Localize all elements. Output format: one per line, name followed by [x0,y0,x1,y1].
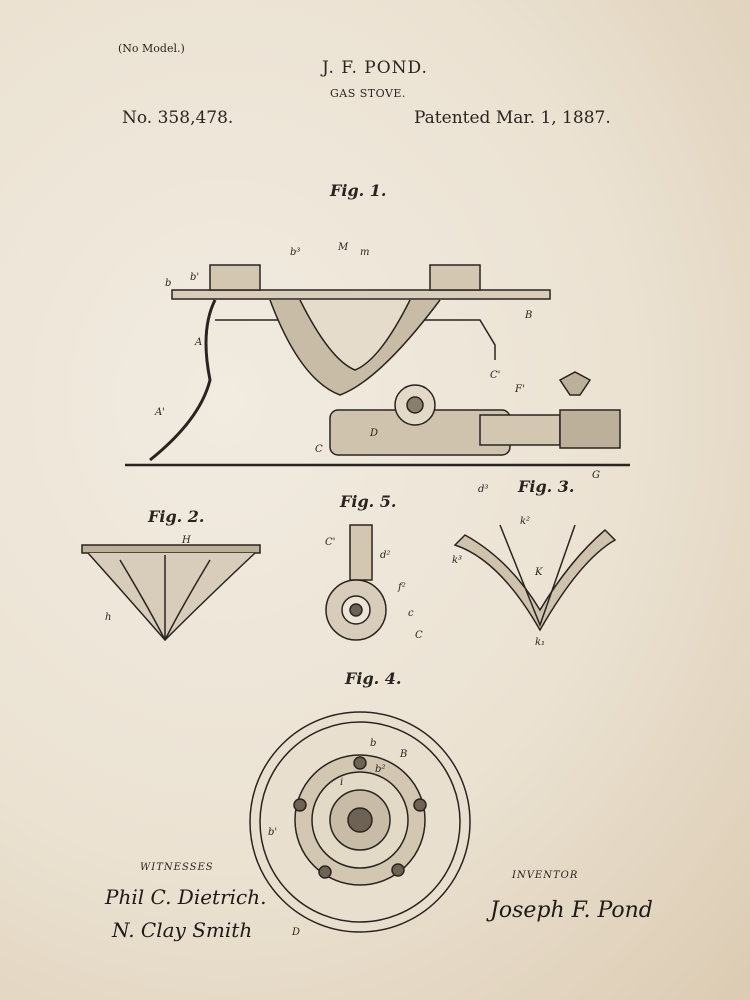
patent-title: GAS STOVE. [330,87,406,100]
fig5-label: Fig. 5. [340,492,397,511]
label-C1-fig5: C' [325,537,335,548]
label-b: b [165,278,171,289]
label-B-fig4: B [399,749,407,760]
label-f2: f² [397,582,406,593]
fig1-label: Fig. 1. [330,181,387,200]
label-d3: d³ [478,484,488,495]
fig1-drawing [125,264,630,467]
label-K: K [534,567,543,578]
label-h: h [105,612,111,623]
patent-date: Patented Mar. 1, 1887. [414,108,611,128]
fig2-drawing [81,544,261,642]
label-C: C [315,444,323,455]
label-k2: k² [520,516,530,527]
label-G: G [592,470,600,481]
label-D: D [369,428,378,439]
label-D-fig4: D [291,927,300,938]
label-b1: b' [190,272,199,283]
witness-signature-1: Phil C. Dietrich. [105,885,267,909]
label-k3: k³ [452,555,462,566]
witnesses-label: WITNESSES [140,862,214,873]
label-H: H [181,535,191,546]
patent-number: No. 358,478. [122,108,234,128]
label-A1: A' [154,407,165,418]
fig3-drawing [453,524,617,632]
label-d2: d² [380,550,390,561]
inventor-name: J. F. POND. [322,58,428,78]
inventor-label: INVENTOR [512,870,579,881]
label-C-fig5: C [415,630,423,641]
label-k1: k₁ [535,637,545,648]
no-model-note: (No Model.) [118,42,185,55]
witness-signature-2: N. Clay Smith [112,918,253,942]
label-m: m [360,247,369,258]
fig2-label: Fig. 2. [148,507,205,526]
label-C1: C' [490,370,500,381]
label-A: A [194,337,202,348]
fig3-label: Fig. 3. [518,477,575,496]
label-c: c [408,608,414,619]
label-B: B [524,310,532,321]
fig5-drawing [325,524,387,641]
label-b1-fig4: b' [268,827,277,838]
label-b2: b² [375,764,385,775]
fig4-label: Fig. 4. [345,669,402,688]
label-M: M [337,242,349,253]
label-F: F' [514,384,525,395]
label-i: i [340,777,343,788]
label-b-fig4: b [370,738,376,749]
label-b3: b³ [290,247,300,258]
fig4-drawing [249,711,471,933]
inventor-signature: Joseph F. Pond [490,898,653,923]
